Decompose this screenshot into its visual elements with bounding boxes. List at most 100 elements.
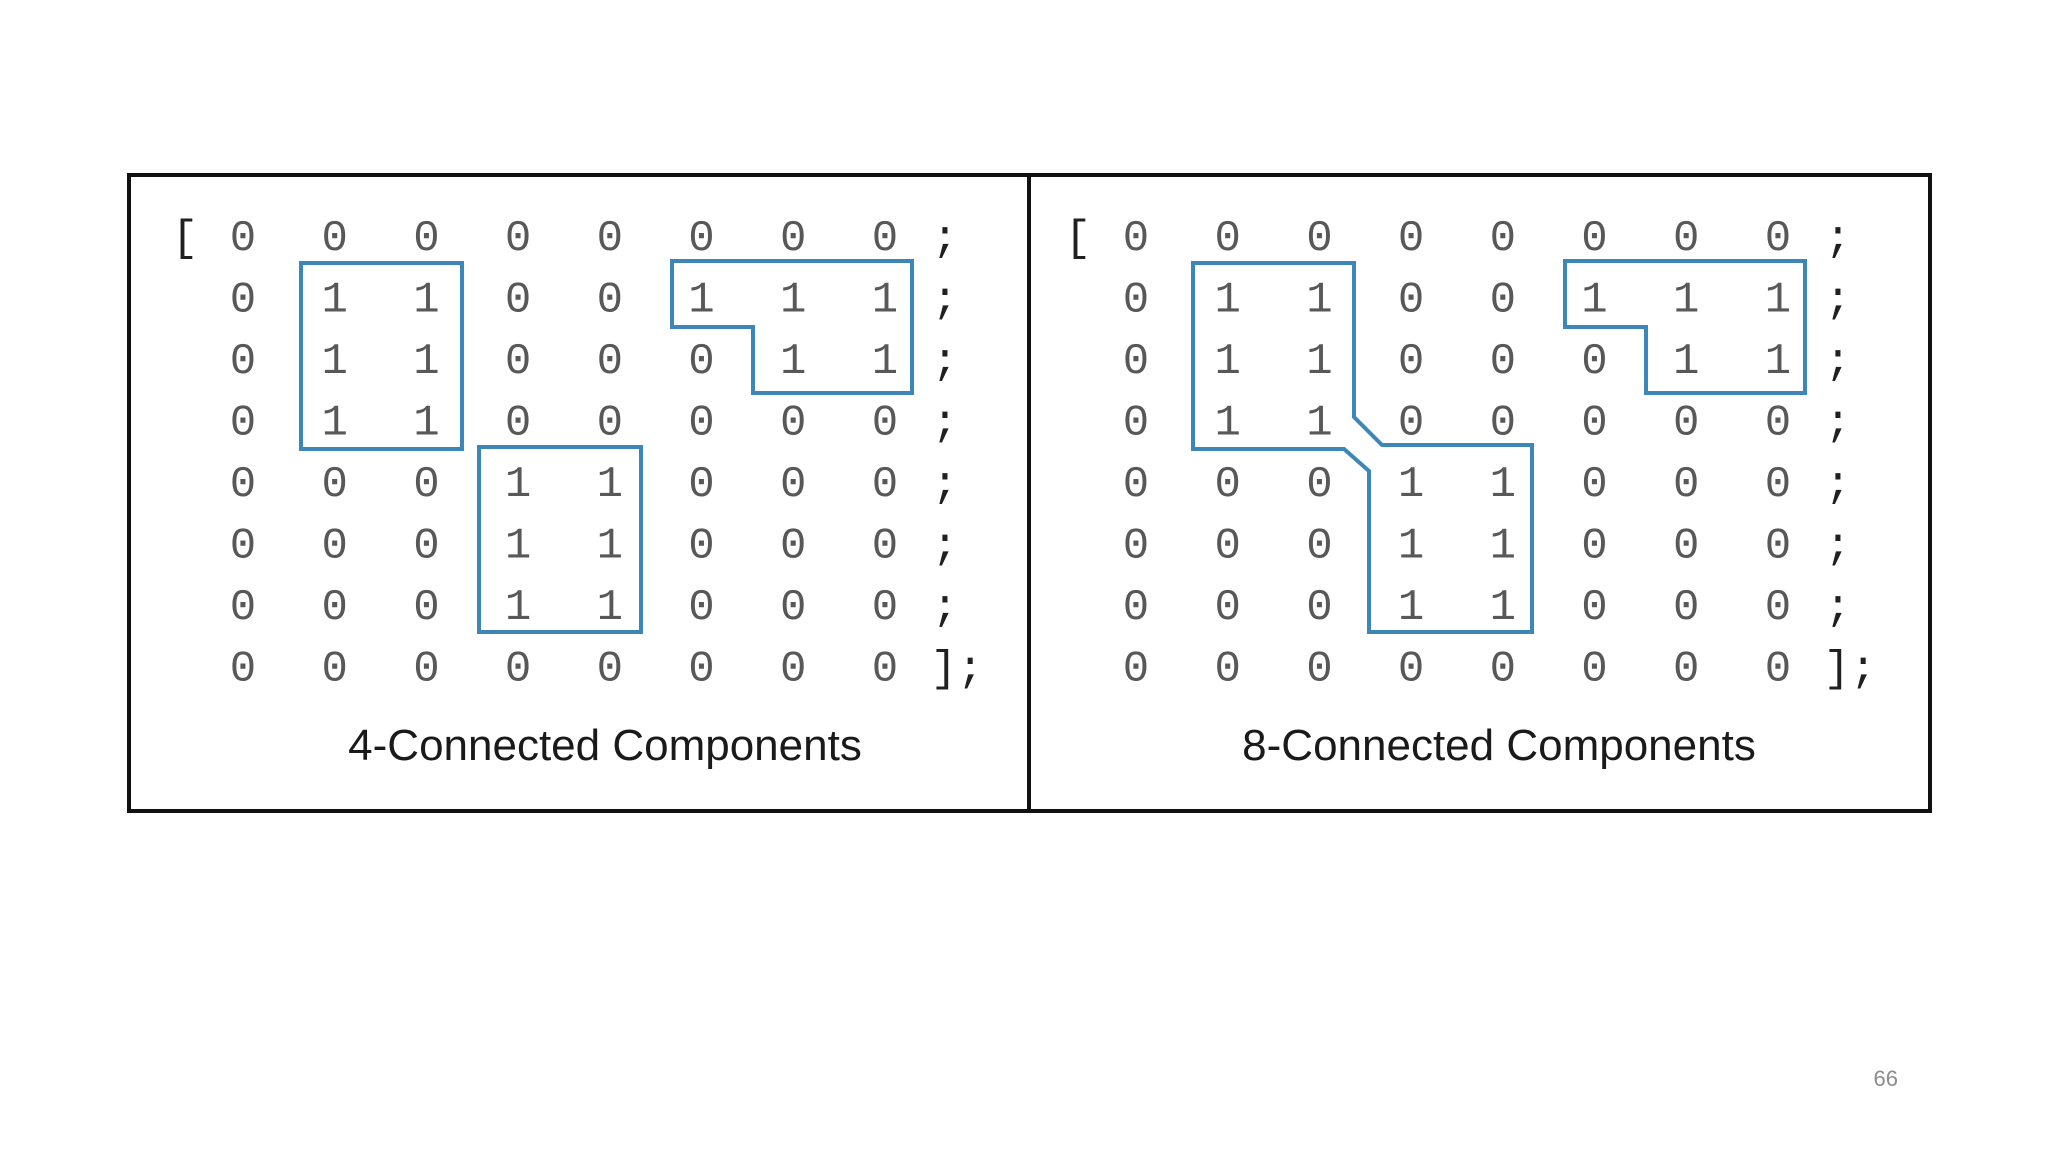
regions-8-connected bbox=[1191, 259, 1807, 634]
matrix-cell: 0 bbox=[1214, 460, 1240, 510]
matrix-cell: 0 bbox=[505, 337, 531, 387]
row-terminator: ; bbox=[932, 583, 958, 633]
matrix-cell: 0 bbox=[780, 522, 806, 572]
matrix-cell: 0 bbox=[688, 399, 714, 449]
matrix-cell: 0 bbox=[1214, 645, 1240, 695]
row-terminator: ; bbox=[1825, 276, 1851, 326]
matrix-cell: 1 bbox=[505, 522, 531, 572]
matrix-cell: 1 bbox=[1673, 337, 1699, 387]
matrix-cell: 0 bbox=[230, 583, 256, 633]
matrix-cell: 0 bbox=[1673, 460, 1699, 510]
matrix-cell: 1 bbox=[413, 276, 439, 326]
matrix-cell: 0 bbox=[1673, 645, 1699, 695]
matrix-cell: 1 bbox=[1581, 276, 1607, 326]
matrix-cell: 0 bbox=[230, 337, 256, 387]
matrix-cell: 0 bbox=[321, 214, 347, 264]
regions-4-connected bbox=[299, 259, 914, 634]
matrix-cell: 1 bbox=[321, 337, 347, 387]
matrix-cell: 1 bbox=[1306, 276, 1332, 326]
matrix-cell: 1 bbox=[597, 583, 623, 633]
matrix-cell: 0 bbox=[1306, 214, 1332, 264]
matrix-cell: 0 bbox=[1123, 645, 1149, 695]
matrix-cell: 0 bbox=[597, 214, 623, 264]
matrix-cell: 1 bbox=[1214, 399, 1240, 449]
matrix-cell: 1 bbox=[1490, 522, 1516, 572]
matrix-cell: 0 bbox=[1123, 522, 1149, 572]
matrix-cell: 1 bbox=[1214, 337, 1240, 387]
matrix-cell: 0 bbox=[1398, 214, 1424, 264]
row-terminator: ; bbox=[1825, 522, 1851, 572]
row-terminator: ; bbox=[1825, 214, 1851, 264]
matrix-cell: 1 bbox=[1398, 583, 1424, 633]
component-region bbox=[1563, 259, 1807, 395]
row-terminator: ; bbox=[932, 337, 958, 387]
matrix-cell: 0 bbox=[1673, 522, 1699, 572]
row-terminator: ; bbox=[932, 399, 958, 449]
row-terminator: ; bbox=[1825, 583, 1851, 633]
matrix-cell: 0 bbox=[505, 214, 531, 264]
matrix-cell: 0 bbox=[230, 276, 256, 326]
matrix-cell: 0 bbox=[872, 399, 898, 449]
open-bracket: [ bbox=[172, 214, 198, 264]
matrix-cell: 0 bbox=[1765, 399, 1791, 449]
matrix-cell: 0 bbox=[1398, 645, 1424, 695]
matrix-cell: 0 bbox=[1123, 214, 1149, 264]
matrix-cell: 0 bbox=[1398, 276, 1424, 326]
matrix-cell: 0 bbox=[1398, 399, 1424, 449]
matrix-cell: 1 bbox=[1398, 460, 1424, 510]
matrix-cell: 0 bbox=[780, 583, 806, 633]
matrix-cell: 1 bbox=[597, 460, 623, 510]
matrix-cell: 0 bbox=[1490, 645, 1516, 695]
matrix-cell: 0 bbox=[872, 583, 898, 633]
matrix-cell: 0 bbox=[413, 583, 439, 633]
page-number: 66 bbox=[1873, 1066, 1898, 1091]
matrix-cell: 0 bbox=[1306, 522, 1332, 572]
matrix-cell: 1 bbox=[780, 337, 806, 387]
caption-4-connected: 4-Connected Components bbox=[348, 721, 862, 770]
matrix-cell: 0 bbox=[1581, 399, 1607, 449]
matrix-cell: 0 bbox=[688, 460, 714, 510]
row-terminator: ; bbox=[1825, 337, 1851, 387]
matrix-cell: 0 bbox=[1673, 214, 1699, 264]
matrix-cell: 0 bbox=[1765, 522, 1791, 572]
matrix-cell: 0 bbox=[1214, 522, 1240, 572]
row-terminator: ; bbox=[932, 214, 958, 264]
matrix-cell: 1 bbox=[688, 276, 714, 326]
matrix-cell: 0 bbox=[505, 399, 531, 449]
matrix-cell: 0 bbox=[1123, 583, 1149, 633]
matrix-cell: 0 bbox=[230, 460, 256, 510]
component-region bbox=[670, 259, 914, 395]
matrix-cell: 1 bbox=[321, 276, 347, 326]
row-terminator: ; bbox=[932, 276, 958, 326]
matrix-cell: 1 bbox=[1214, 276, 1240, 326]
matrix-cell: 0 bbox=[1123, 460, 1149, 510]
matrix-cell: 1 bbox=[1398, 522, 1424, 572]
matrix-cell: 0 bbox=[1398, 337, 1424, 387]
matrix-cell: 1 bbox=[1673, 276, 1699, 326]
matrix-cell: 0 bbox=[780, 460, 806, 510]
matrix-cell: 0 bbox=[597, 337, 623, 387]
matrix-cell: 0 bbox=[872, 214, 898, 264]
matrix-cell: 0 bbox=[780, 645, 806, 695]
matrix-cell: 0 bbox=[780, 214, 806, 264]
closing-bracket: ]; bbox=[931, 645, 984, 695]
matrix-cell: 0 bbox=[1214, 214, 1240, 264]
component-region bbox=[299, 261, 464, 451]
matrix-cell: 1 bbox=[321, 399, 347, 449]
matrix-cell: 0 bbox=[597, 645, 623, 695]
matrix-cell: 0 bbox=[230, 645, 256, 695]
matrix-cell: 0 bbox=[321, 522, 347, 572]
matrix-cell: 0 bbox=[1581, 214, 1607, 264]
matrix-cell: 0 bbox=[780, 399, 806, 449]
matrix-cell: 1 bbox=[505, 583, 531, 633]
row-terminator: ; bbox=[932, 460, 958, 510]
matrix-cell: 0 bbox=[688, 214, 714, 264]
matrix-cell: 0 bbox=[1765, 645, 1791, 695]
matrix-cell: 0 bbox=[230, 399, 256, 449]
closing-bracket: ]; bbox=[1824, 645, 1877, 695]
matrix-cell: 0 bbox=[1490, 337, 1516, 387]
matrix-cell: 0 bbox=[688, 583, 714, 633]
